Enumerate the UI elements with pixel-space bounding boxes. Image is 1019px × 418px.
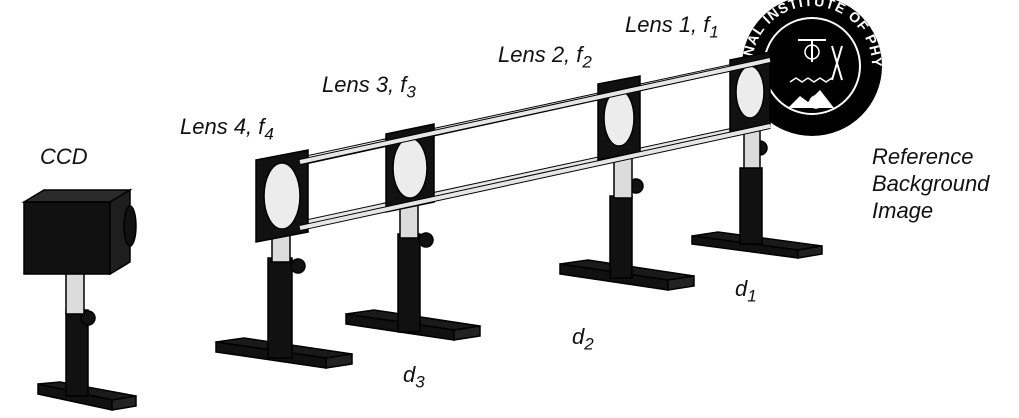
svg-text:★: ★: [868, 121, 879, 135]
lens-4-mount: [215, 149, 353, 369]
lens-3-mount: [345, 123, 481, 341]
lens-1-label: Lens 1, f1: [625, 12, 719, 42]
ccd-camera: [21, 188, 137, 411]
lens-4-label: Lens 4, f4: [180, 114, 274, 144]
reference-image-label: Reference Background Image: [872, 144, 990, 223]
lens-2-mount: [559, 75, 695, 291]
cage-rods-front: [299, 57, 771, 231]
ccd-label: CCD: [40, 144, 88, 169]
lens-3-label: Lens 3, f3: [322, 72, 416, 102]
distance-d1-label: d1: [735, 276, 757, 306]
lens-2-label: Lens 2, f2: [498, 42, 592, 72]
distance-d3-label: d3: [403, 362, 425, 392]
distance-d2-label: d2: [572, 324, 594, 354]
